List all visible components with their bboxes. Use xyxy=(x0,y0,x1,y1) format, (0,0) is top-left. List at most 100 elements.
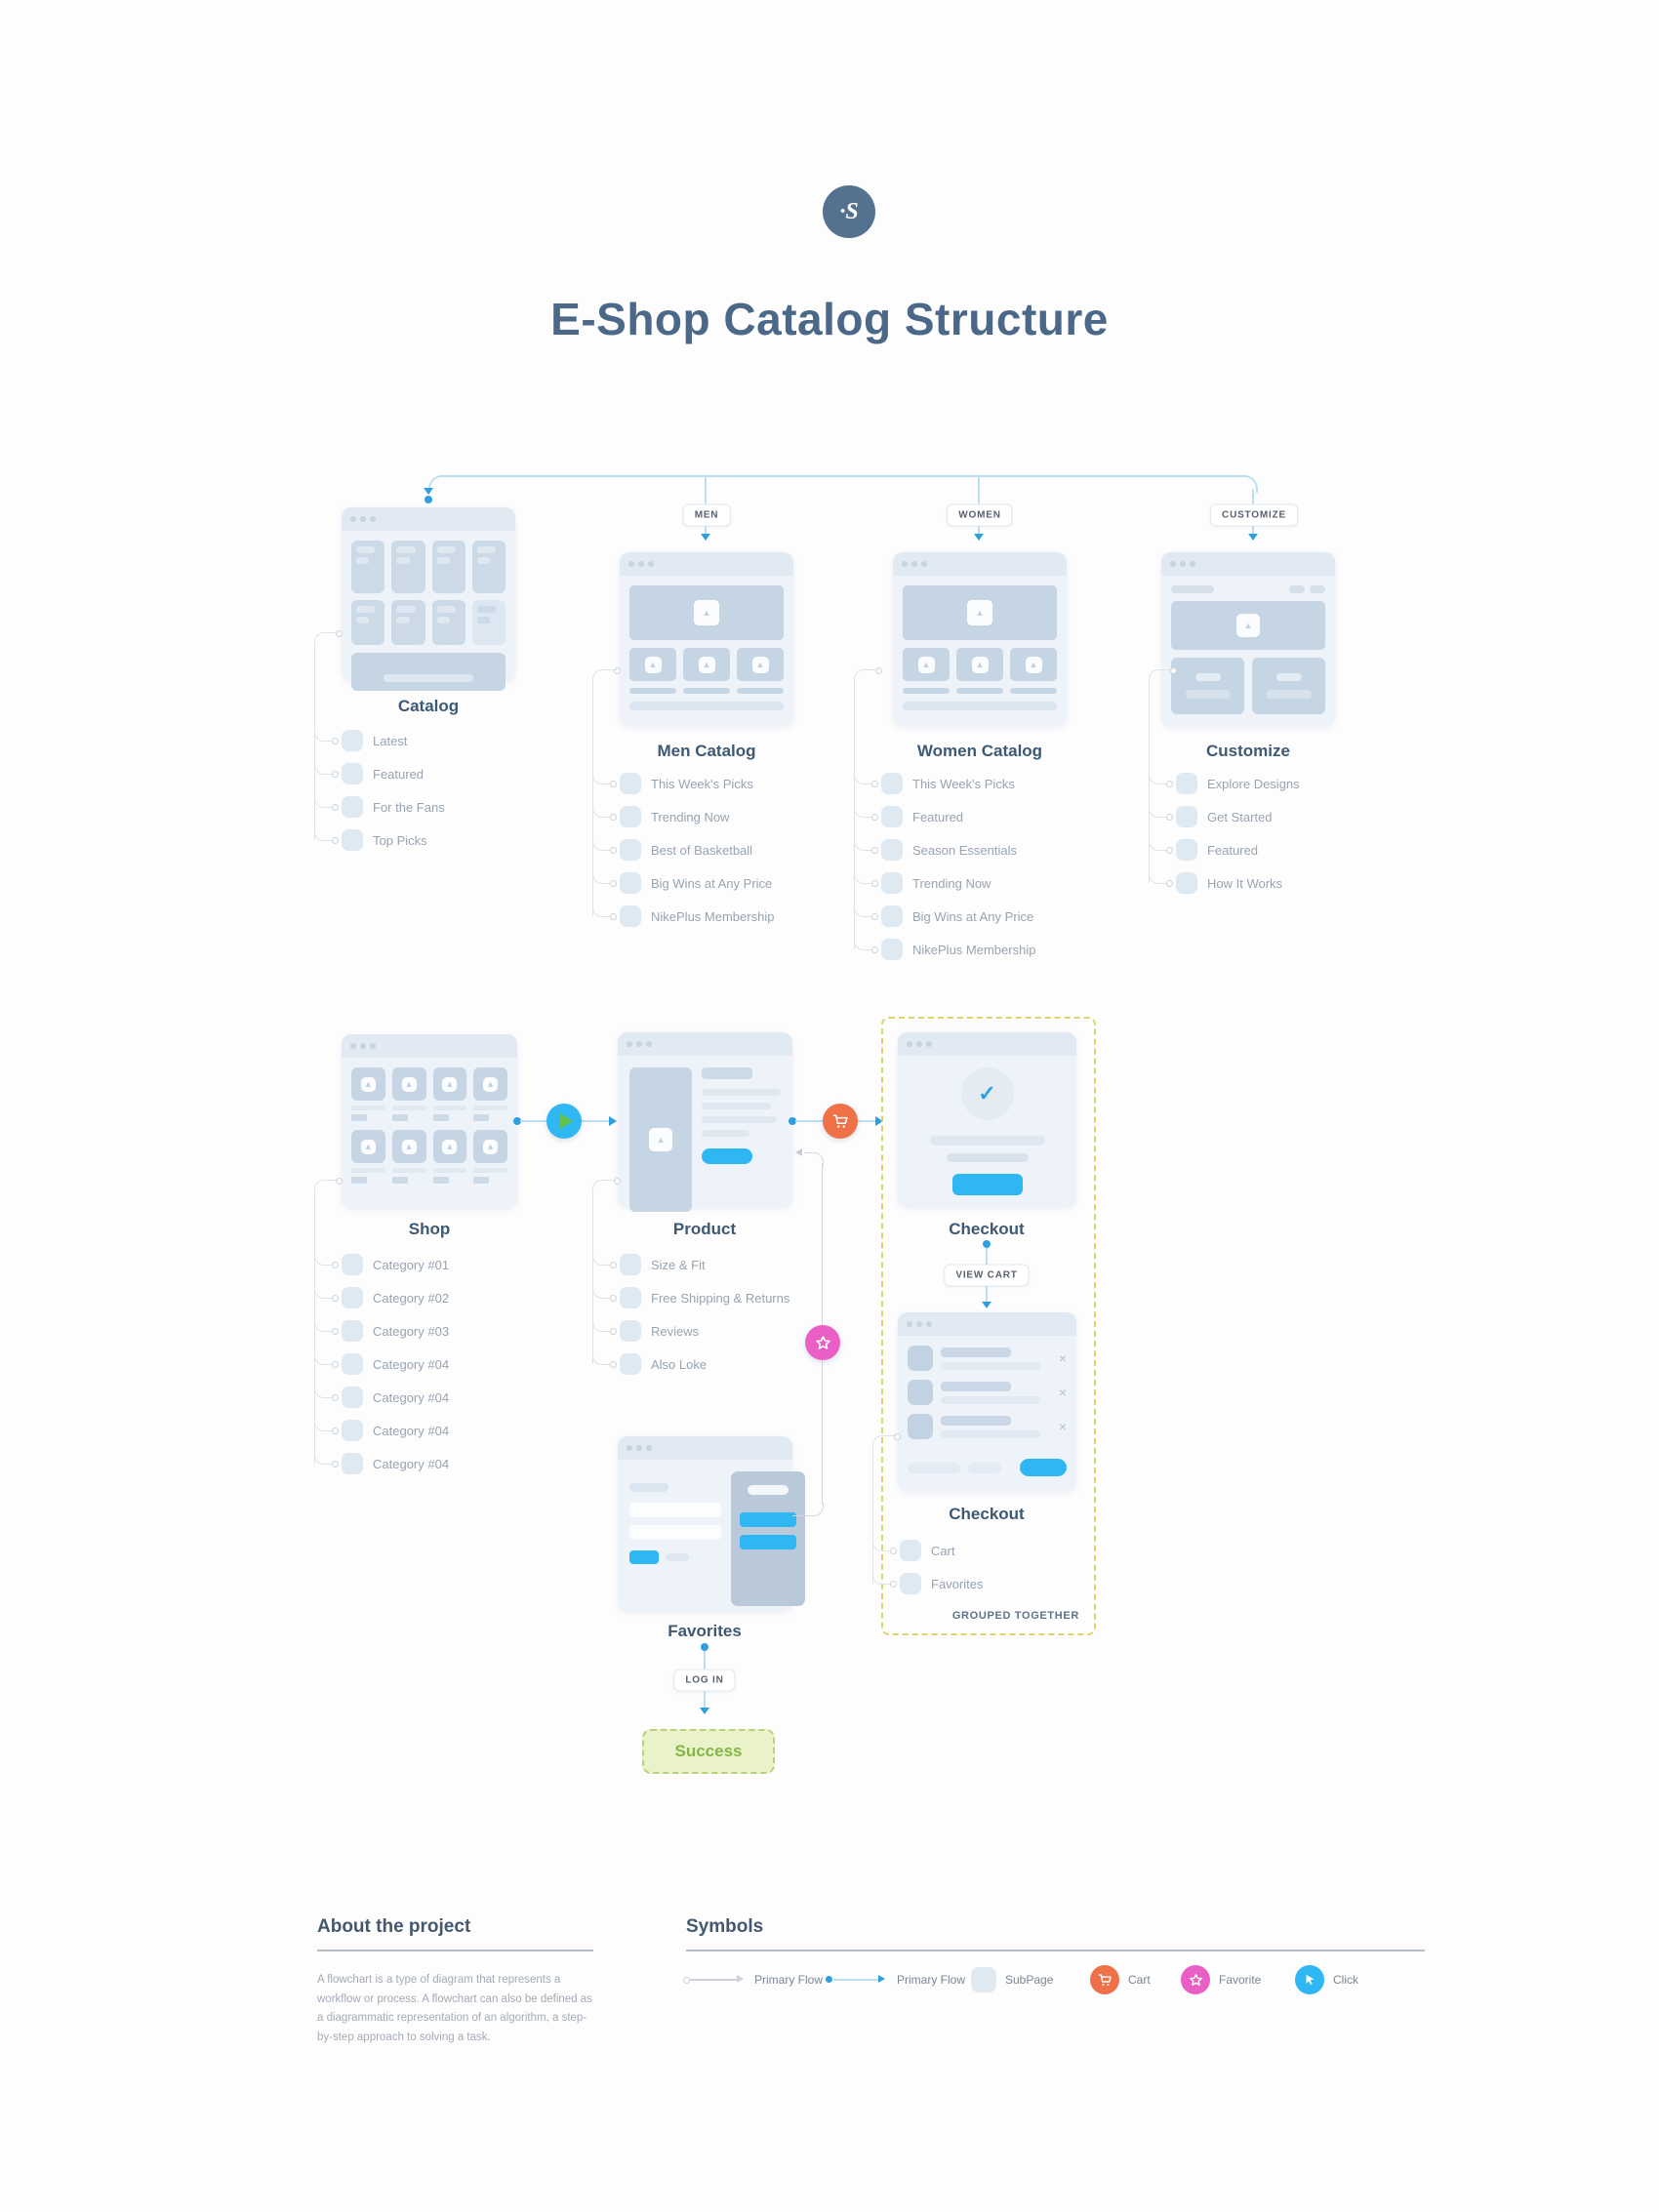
connector-elbow xyxy=(592,868,614,884)
flow-dot-icon xyxy=(513,1117,521,1125)
hero-image-placeholder xyxy=(1171,601,1325,650)
about-body: A flowchart is a type of diagram that re… xyxy=(317,1974,592,2043)
connector-elbow xyxy=(314,1416,336,1431)
connector-endpoint-icon xyxy=(871,946,878,953)
catalog-grid xyxy=(351,541,506,593)
connector-elbow xyxy=(592,769,614,784)
connector-endpoint-icon xyxy=(871,913,878,920)
connector-elbow xyxy=(592,1250,614,1266)
favorite-icon xyxy=(1181,1965,1210,1994)
subpage-icon xyxy=(342,1453,363,1474)
connector-favorites-product xyxy=(804,1152,824,1166)
connector-endpoint-icon xyxy=(871,847,878,854)
login-form-placeholder xyxy=(629,1471,721,1606)
connector-endpoint-icon xyxy=(890,1581,897,1588)
window-men-catalog xyxy=(620,552,793,726)
connector-endpoint-icon xyxy=(332,1394,339,1401)
cart-icon xyxy=(1090,1965,1119,1994)
connector-endpoint-icon xyxy=(610,1328,617,1335)
image-placeholder-icon xyxy=(967,600,992,625)
subpage-icon xyxy=(900,1573,921,1594)
connector-elbow xyxy=(1149,868,1170,884)
list-item-label: This Week's Picks xyxy=(651,776,753,791)
subpage-icon xyxy=(881,905,903,927)
connector-endpoint-icon xyxy=(871,781,878,787)
subpage-icon xyxy=(971,1967,996,1992)
cart-item-thumb xyxy=(908,1414,933,1439)
browser-bar xyxy=(898,1032,1076,1056)
list-item-label: Top Picks xyxy=(373,832,427,848)
node-title-checkout-cart: Checkout xyxy=(949,1505,1025,1523)
connector-endpoint-icon xyxy=(610,781,617,787)
window-checkout-confirm: ✓ xyxy=(898,1032,1076,1207)
browser-bar xyxy=(342,507,515,531)
connector-elbow xyxy=(314,792,336,808)
connector-endpoint-icon xyxy=(1166,814,1173,821)
legend-item-primary-flow-blue: Primary Flow xyxy=(826,1965,965,1994)
list-item-label: Category #04 xyxy=(373,1456,450,1471)
legend-item-click: Click xyxy=(1295,1965,1358,1994)
connector-endpoint-icon xyxy=(610,1361,617,1368)
cart-item-thumb xyxy=(908,1346,933,1371)
list-item-label: For the Fans xyxy=(373,799,445,815)
connector-endpoint-icon xyxy=(332,837,339,844)
favorite-icon xyxy=(805,1325,840,1360)
connector-elbow xyxy=(592,1283,614,1299)
connector-endpoint-icon xyxy=(1166,880,1173,887)
list-item-label: This Week's Picks xyxy=(912,776,1015,791)
list-item: Big Wins at Any Price xyxy=(592,868,774,894)
list-item: Big Wins at Any Price xyxy=(854,902,1035,927)
list-item: Category #03 xyxy=(314,1316,449,1342)
subpage-icon xyxy=(620,1287,641,1308)
image-placeholder-icon xyxy=(649,1128,672,1151)
browser-bar xyxy=(618,1032,792,1056)
list-item: Category #02 xyxy=(314,1283,450,1308)
list-item: Top Picks xyxy=(314,825,445,851)
subpage-icon xyxy=(881,806,903,827)
arrow-left-icon xyxy=(795,1148,802,1156)
connector-endpoint-icon xyxy=(610,847,617,854)
subpage-icon xyxy=(342,1387,363,1408)
hero-image-placeholder xyxy=(629,585,784,640)
window-customize xyxy=(1161,552,1335,726)
subpage-icon xyxy=(881,773,903,794)
subpage-icon xyxy=(342,829,363,851)
flow-dot-icon xyxy=(789,1117,796,1125)
list-item-label: Category #02 xyxy=(373,1290,450,1306)
edge-label-women: WOMEN xyxy=(947,503,1013,527)
subpage-icon xyxy=(342,730,363,751)
close-icon: × xyxy=(1058,1385,1067,1400)
arrow-down-icon xyxy=(974,534,984,541)
arrow-right-icon xyxy=(875,1116,883,1126)
node-title-shop: Shop xyxy=(408,1220,451,1238)
subpage-icon xyxy=(1176,872,1197,894)
connector-elbow xyxy=(592,1349,614,1365)
close-icon: × xyxy=(1058,1350,1067,1366)
checkmark-icon: ✓ xyxy=(960,1067,1014,1120)
connector-endpoint-icon xyxy=(1166,781,1173,787)
list-item-label: Cart xyxy=(931,1543,955,1558)
connector-elbow xyxy=(854,802,875,818)
connector-endpoint-icon xyxy=(610,1295,617,1302)
edge-label-men: MEN xyxy=(682,503,731,527)
arrow-right-icon xyxy=(609,1116,617,1126)
list-item-label: Trending Now xyxy=(651,809,730,824)
list-item-label: Category #04 xyxy=(373,1356,450,1372)
edge-label-customize: CUSTOMIZE xyxy=(1210,503,1298,527)
connector-elbow xyxy=(592,835,614,851)
window-favorites xyxy=(618,1436,805,1611)
list-item-label: Reviews xyxy=(651,1323,700,1339)
window-women-catalog xyxy=(893,552,1067,726)
page-title: E-Shop Catalog Structure xyxy=(550,294,1109,344)
browser-bar xyxy=(1161,552,1335,576)
cart-item-thumb xyxy=(908,1380,933,1405)
cta-button-placeholder xyxy=(740,1512,796,1527)
connector-endpoint-icon xyxy=(332,771,339,778)
node-title-favorites: Favorites xyxy=(668,1622,742,1640)
subpage-icon xyxy=(620,806,641,827)
connector-elbow xyxy=(872,1569,894,1585)
